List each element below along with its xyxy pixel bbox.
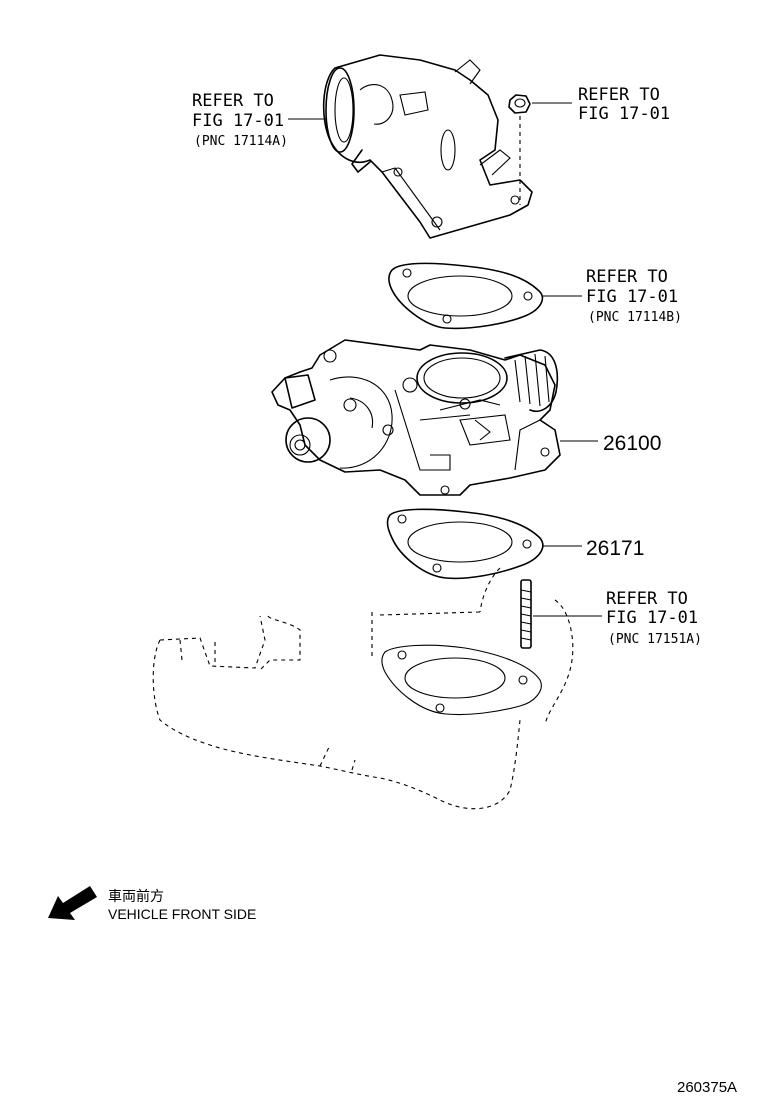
- callout-top-left-line2: FIG 17-01: [192, 111, 284, 131]
- callout-top-right-line1: REFER TO: [578, 85, 660, 105]
- callout-gasket-upper-line2: FIG 17-01: [586, 287, 678, 307]
- part-number-26100[interactable]: 26100: [603, 432, 661, 455]
- part-number-26171[interactable]: 26171: [586, 537, 644, 560]
- gasket-upper[interactable]: [388, 262, 544, 330]
- figure-reference: 260375A: [677, 1079, 737, 1096]
- callout-top-left-pnc: (PNC 17114A): [194, 134, 288, 149]
- legend-english: VEHICLE FRONT SIDE: [108, 906, 256, 922]
- callout-stud-pnc: (PNC 17151A): [608, 632, 702, 647]
- arrow-down-left-icon: [48, 886, 97, 920]
- legend-japanese: 車両前方: [108, 888, 164, 904]
- stud[interactable]: [520, 579, 532, 649]
- callout-gasket-upper-pnc: (PNC 17114B): [588, 310, 682, 325]
- vehicle-front-legend: 車両前方 VEHICLE FRONT SIDE: [48, 886, 256, 922]
- throttle-body[interactable]: [271, 339, 561, 496]
- nut[interactable]: [508, 94, 531, 114]
- callout-stud-line1: REFER TO: [606, 589, 688, 609]
- gasket-lower[interactable]: [386, 508, 544, 580]
- intake-connector[interactable]: [322, 54, 533, 239]
- callout-top-right-line2: FIG 17-01: [578, 104, 670, 124]
- callout-gasket-upper-line1: REFER TO: [586, 267, 668, 287]
- callout-top-left-line1: REFER TO: [192, 91, 274, 111]
- callout-stud-line2: FIG 17-01: [606, 608, 698, 628]
- intake-manifold: [152, 567, 574, 810]
